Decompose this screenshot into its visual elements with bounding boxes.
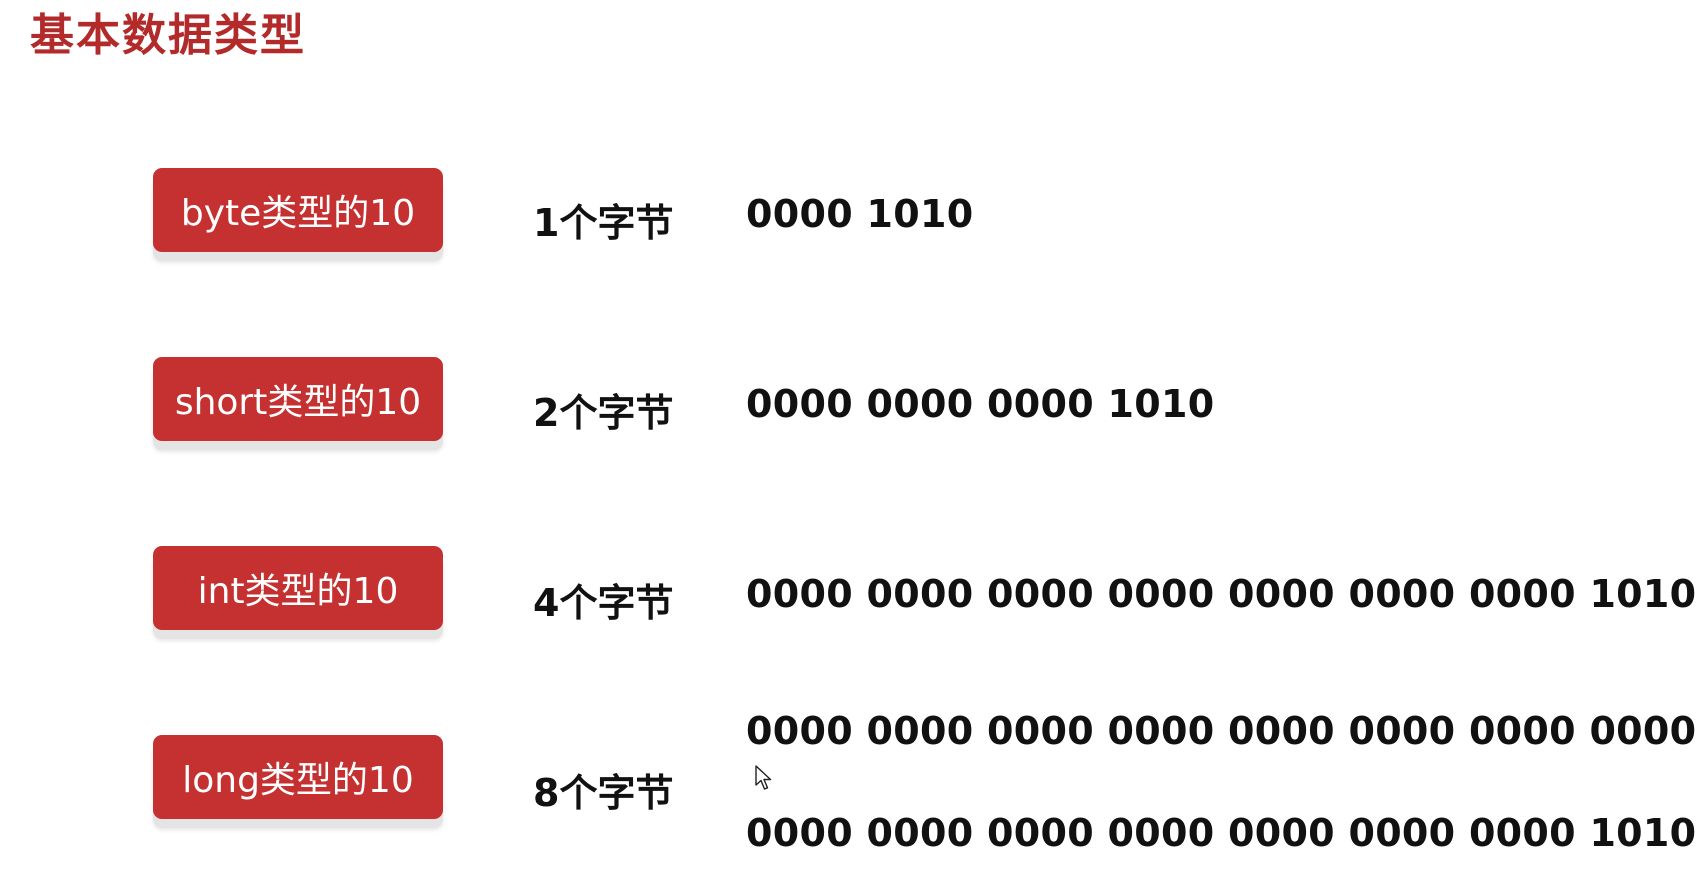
type-label-byte: byte类型的10 — [153, 168, 443, 252]
type-label-int: int类型的10 — [153, 546, 443, 630]
binary-value-long-high: 0000 0000 0000 0000 0000 0000 0000 0000 — [746, 709, 1696, 753]
binary-value-short: 0000 0000 0000 1010 — [746, 382, 1215, 426]
mouse-pointer-icon — [755, 765, 772, 790]
type-label-short: short类型的10 — [153, 357, 443, 441]
binary-value-byte: 0000 1010 — [746, 192, 974, 236]
binary-value-long-low: 0000 0000 0000 0000 0000 0000 0000 1010 — [746, 811, 1696, 855]
size-label-int: 4个字节 — [533, 581, 674, 625]
page-title: 基本数据类型 — [30, 10, 306, 61]
type-label-long: long类型的10 — [153, 735, 443, 819]
size-label-byte: 1个字节 — [533, 201, 674, 245]
size-label-long: 8个字节 — [533, 771, 674, 815]
size-label-short: 2个字节 — [533, 391, 674, 435]
binary-value-int: 0000 0000 0000 0000 0000 0000 0000 1010 — [746, 572, 1696, 616]
